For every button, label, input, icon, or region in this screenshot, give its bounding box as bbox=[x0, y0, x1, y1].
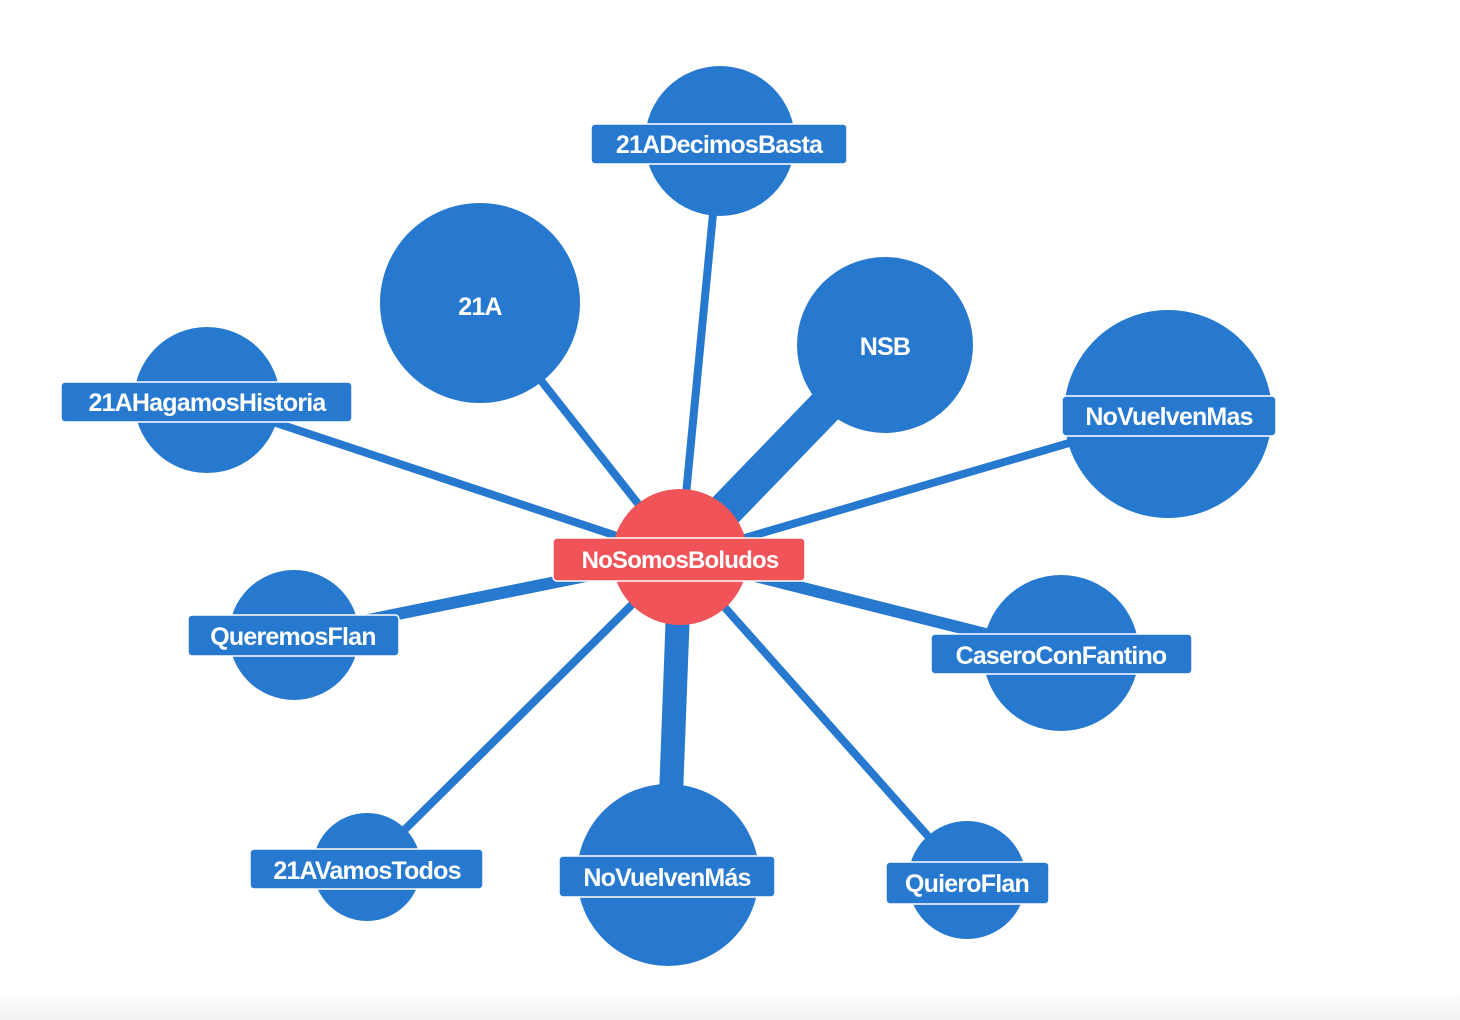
node-caseroconfantino[interactable]: CaseroConFantino bbox=[930, 575, 1193, 731]
node-label: 21ADecimosBasta bbox=[616, 131, 824, 159]
node-label-box bbox=[1061, 395, 1277, 437]
node-label: CaseroConFantino bbox=[956, 642, 1167, 670]
node-label: 21A bbox=[458, 293, 502, 321]
node-label: NoVuelvenMás bbox=[583, 864, 750, 892]
node-label-box bbox=[249, 848, 484, 890]
node-label: QueremosFlan bbox=[210, 623, 375, 651]
node-label-box bbox=[590, 123, 848, 165]
node-21adecimosbasta[interactable]: 21ADecimosBasta bbox=[590, 66, 848, 216]
node-label: 21AVamosTodos bbox=[273, 857, 460, 885]
node-label: 21AHagamosHistoria bbox=[88, 389, 327, 417]
node-21a[interactable]: 21A bbox=[380, 203, 580, 403]
node-label-box bbox=[558, 855, 776, 898]
node-21avamostodos[interactable]: 21AVamosTodos bbox=[249, 813, 484, 921]
node-21ahagamoshistoria[interactable]: 21AHagamosHistoria bbox=[60, 327, 353, 473]
link-21ahagamoshistoria bbox=[205, 396, 682, 561]
bottom-edge bbox=[0, 990, 1460, 1020]
hub-node-nosomosboludos[interactable]: NoSomosBoludos bbox=[552, 489, 806, 625]
node-nsb[interactable]: NSB bbox=[797, 257, 973, 433]
node-queremosflan[interactable]: QueremosFlan bbox=[187, 570, 400, 700]
link-21avamostodos bbox=[364, 554, 683, 870]
node-novuelvenmas[interactable]: NoVuelvenMas bbox=[1061, 310, 1277, 518]
node-quieroflan[interactable]: QuieroFlan bbox=[885, 821, 1050, 939]
node-label-box bbox=[930, 633, 1193, 675]
node-label: QuieroFlan bbox=[905, 870, 1029, 898]
node-label-box bbox=[187, 614, 400, 657]
node-circle bbox=[380, 203, 580, 403]
node-novuelvenmas[interactable]: NoVuelvenMás bbox=[558, 784, 776, 966]
link-quieroflan bbox=[677, 554, 970, 883]
node-circle bbox=[797, 257, 973, 433]
node-label: NSB bbox=[860, 333, 910, 361]
hub-label-box bbox=[552, 537, 806, 582]
node-label-box bbox=[885, 861, 1050, 905]
node-label-box bbox=[60, 381, 353, 423]
node-label: NoVuelvenMas bbox=[1085, 403, 1252, 431]
hub-label: NoSomosBoludos bbox=[582, 547, 779, 574]
